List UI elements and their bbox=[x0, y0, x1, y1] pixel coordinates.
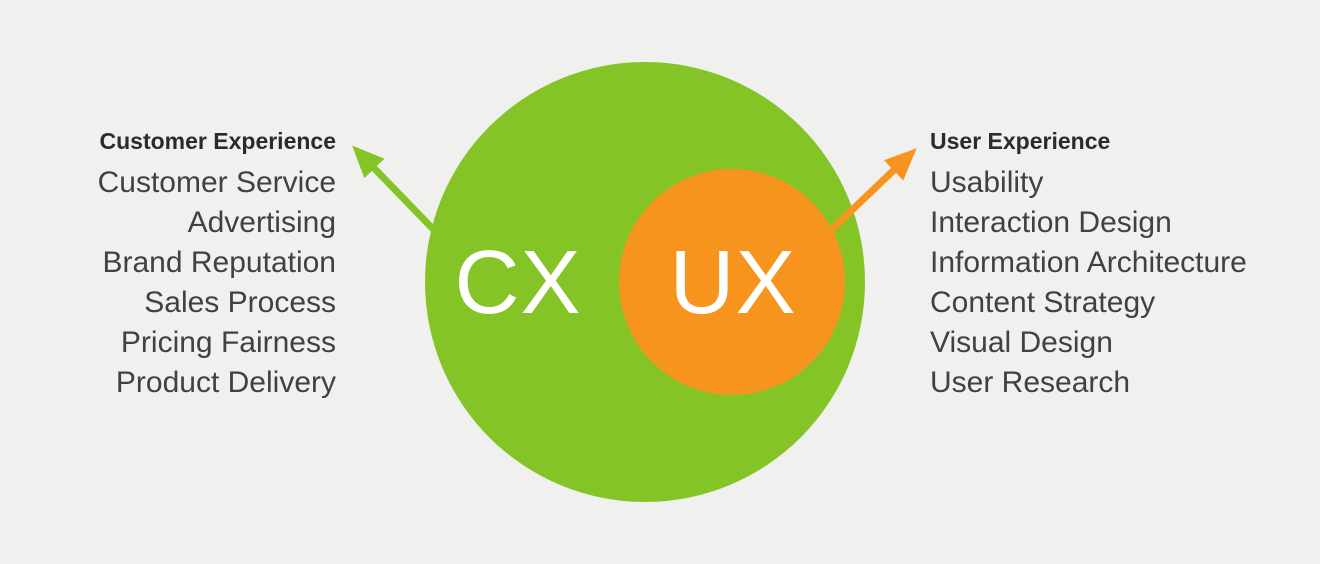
cx-circle-label: CX bbox=[454, 233, 582, 333]
cx-list-item: Pricing Fairness bbox=[120, 326, 336, 359]
customer-experience-arrow bbox=[352, 145, 436, 232]
ux-list-item: Visual Design bbox=[930, 326, 1113, 359]
customer-experience-panel: Customer Experience Customer Service Adv… bbox=[98, 126, 336, 403]
ux-circle-label: UX bbox=[669, 233, 797, 333]
ux-list-item: User Research bbox=[930, 366, 1131, 399]
ux-list-item: Usability bbox=[930, 166, 1044, 199]
cx-list-item: Product Delivery bbox=[115, 366, 336, 399]
cx-list-item: Sales Process bbox=[144, 286, 336, 319]
user-experience-header: User Experience bbox=[930, 128, 1111, 154]
user-experience-panel: User Experience Usability Interaction De… bbox=[930, 126, 1247, 403]
ux-list-item: Interaction Design bbox=[930, 206, 1172, 239]
cx-list-item: Brand Reputation bbox=[102, 246, 337, 279]
ux-list-item: Content Strategy bbox=[930, 286, 1156, 319]
ux-list-item: Information Architecture bbox=[930, 246, 1247, 279]
cx-list-item: Advertising bbox=[187, 206, 336, 239]
customer-experience-header: Customer Experience bbox=[99, 128, 336, 154]
cx-list-item: Customer Service bbox=[97, 166, 336, 199]
user-experience-arrow bbox=[826, 148, 917, 235]
ux-inner-circle bbox=[619, 169, 845, 395]
